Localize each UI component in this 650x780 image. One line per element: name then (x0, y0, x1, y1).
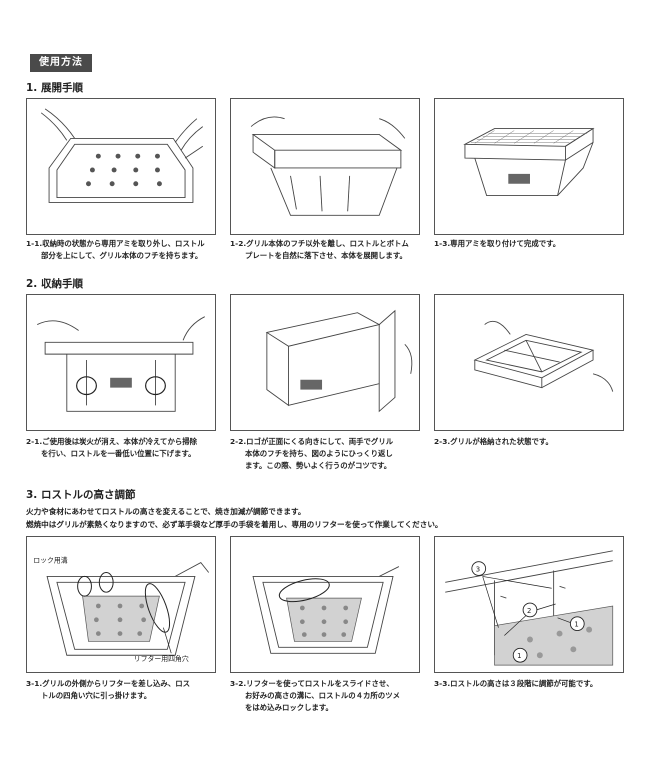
logo-mark-icon (300, 379, 323, 390)
level-3-marker: 3 (476, 565, 480, 573)
logo-mark-icon (110, 377, 132, 388)
groove-highlight-left (76, 376, 97, 396)
caption-1-3: 1-3.専用アミを取り付けて完成です。 (434, 239, 561, 248)
caption-2-2: 2-2.ロゴが正面にくる向きにして、両手でグリル 本体のフチを持ち、図のようにひ… (230, 437, 394, 470)
height-levels-illustration: 3 2 1 1 (445, 550, 614, 666)
logo-mark-icon (508, 173, 530, 184)
figure-2-1 (26, 294, 216, 431)
grill-stored-illustration (473, 320, 614, 392)
figure-1-1 (26, 98, 216, 235)
grate-slide-illustration (252, 566, 400, 654)
level-1-marker-lower: 1 (517, 652, 521, 660)
lifter-insert-illustration: ロック用溝 リフター用四角穴 (33, 556, 210, 663)
adjust-description-2: 燃焼中はグリルが素熱くなりますので、必ず革手袋など厚手の手袋を着用し、専用のリフ… (26, 520, 443, 529)
section-title-unfold: 1. 展開手順 (26, 82, 83, 94)
grill-flipping-illustration (265, 309, 413, 413)
label-lifter-hole: リフター用四角穴 (134, 654, 189, 663)
caption-1-2: 1-2.グリル本体のフチ以外を離し、ロストルとボトム プレートを自然に落下させ、… (230, 239, 409, 260)
caption-3-3: 3-3.ロストルの高さは３段階に調節が可能です。 (434, 679, 598, 688)
figure-3-3: 3 2 1 1 (434, 536, 624, 673)
caption-3-1: 3-1.グリルの外側からリフターを差し込み、ロス トルの四角い穴に引っ掛けます。 (26, 679, 190, 700)
grill-unfolding-illustration (250, 116, 406, 216)
caption-2-1: 2-1.ご使用後は炭火が消え、本体が冷えてから掃除 を行い、ロストルを一番低い位… (26, 437, 198, 458)
grill-cleaning-illustration (37, 316, 205, 412)
groove-highlight-right (145, 376, 166, 396)
section-title-store: 2. 収納手順 (26, 278, 83, 290)
section-title-adjust: 3. ロストルの高さ調節 (26, 489, 136, 501)
grill-complete-illustration (463, 127, 595, 197)
figure-3-2 (230, 536, 420, 673)
figure-1-2 (230, 98, 420, 235)
caption-1-1: 1-1.収納時の状態から専用アミを取り外し、ロストル 部分を上にして、グリル本体… (26, 239, 205, 260)
figure-2-3 (434, 294, 624, 431)
level-2-marker: 2 (527, 607, 531, 615)
level-1-marker: 1 (574, 621, 578, 629)
figure-1-3 (434, 98, 624, 235)
figure-2-2 (230, 294, 420, 431)
grill-held-illustration (40, 108, 204, 203)
figure-3-1: ロック用溝 リフター用四角穴 (26, 536, 216, 673)
label-lock-groove: ロック用溝 (33, 556, 68, 565)
adjust-description-1: 火力や食材にあわせてロストルの高さを変えることで、焼き加減が調節できます。 (26, 507, 306, 516)
caption-2-3: 2-3.グリルが格納された状態です。 (434, 437, 553, 446)
usage-badge: 使用方法 (30, 54, 92, 72)
caption-3-2: 3-2.リフターを使ってロストルをスライドさせ、 お好みの高さの溝に、ロストルの… (230, 679, 400, 712)
